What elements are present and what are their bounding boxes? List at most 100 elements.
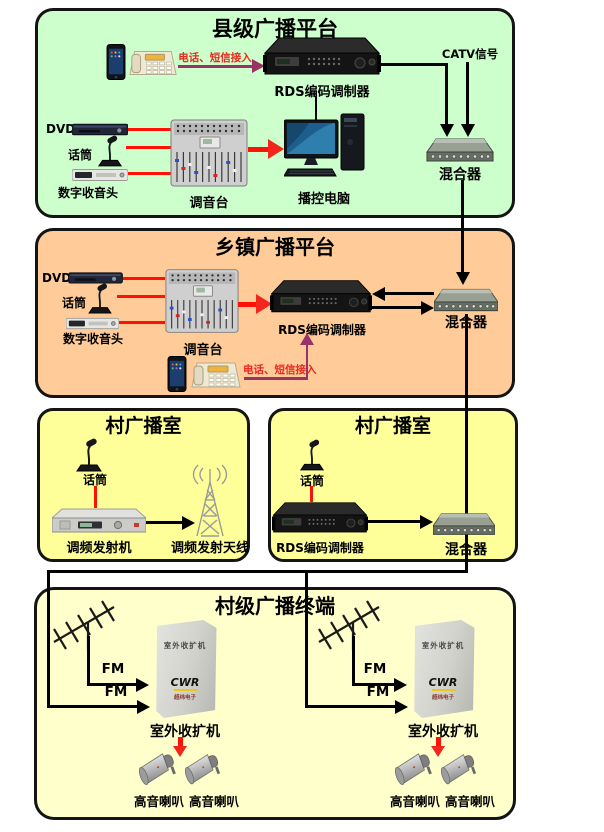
antenna-right-feed-v	[352, 636, 355, 684]
county-title: 县级广播平台	[212, 17, 338, 41]
county-tuner-icon	[72, 168, 128, 182]
amp-right-brand-bar	[432, 689, 456, 691]
county-to-township-arrowhead	[456, 272, 470, 285]
township-microphone-icon	[86, 283, 114, 314]
township-access-line-h	[244, 377, 308, 380]
county-dvd-line	[128, 128, 172, 131]
township-mixer-icon	[434, 287, 498, 314]
county-access-label: 电话、短信接入	[178, 52, 252, 64]
amp-right-device-text: 室外收扩机	[421, 641, 465, 650]
distribution-drop-left	[47, 570, 50, 708]
county-dvd-player-icon	[72, 122, 128, 136]
cable-to-amp-left	[47, 705, 137, 708]
county-mic-label: 话筒	[67, 148, 92, 162]
county-rds-label: RDS编码调制器	[274, 85, 370, 100]
fm-antenna-tower-icon	[190, 464, 230, 538]
outdoor-amplifier-left: 室外收扩机 CWR 超纬电子	[156, 620, 217, 718]
amp-right-brand-sub: 超纬电子	[431, 695, 454, 701]
county-mixer-to-township-line	[461, 180, 464, 280]
computer-to-rds-line	[315, 96, 317, 120]
fm-bottom-right-label: FM	[366, 684, 390, 700]
township-tuner-line	[119, 321, 165, 324]
catv-to-mixer-line	[466, 62, 469, 125]
rds-to-mixer-line-h	[379, 63, 448, 66]
village-right-mic-line	[309, 486, 313, 502]
village-right-title: 村广播室	[354, 415, 431, 437]
cable-to-amp-right	[305, 705, 395, 708]
township-console-icon	[165, 268, 239, 334]
outdoor-amplifier-right: 室外收扩机 CWR 超纬电子	[414, 620, 475, 718]
township-mic-line	[117, 295, 165, 298]
amp-left-brand-bar	[174, 689, 198, 691]
console-to-rds-line	[238, 302, 256, 307]
village-mixer-label: 混合器	[445, 542, 487, 558]
village-rds-label: RDS编码调制器	[276, 541, 364, 555]
county-mixer-label: 混合器	[439, 167, 481, 183]
township-smartphone-icon	[167, 356, 187, 392]
terminal-title: 村级广播终端	[215, 594, 335, 618]
antenna-left-arrowhead	[136, 677, 149, 692]
broadcast-computer-icon	[284, 112, 366, 182]
horn-speaker-left-1-icon	[139, 749, 181, 791]
antenna-left-feed-h	[87, 683, 136, 686]
speaker-right-1-label: 高音喇叭	[389, 794, 440, 809]
township-title: 乡镇广播平台	[215, 235, 335, 259]
amp-right-to-speakers-arrowhead	[431, 746, 445, 757]
transmitter-to-antenna-line	[146, 521, 182, 524]
township-desk-telephone-icon	[190, 360, 242, 390]
village-rds-encoder-icon	[272, 499, 368, 539]
horn-speaker-left-2-icon	[185, 750, 225, 790]
antenna-left-feed-v	[87, 636, 90, 684]
console-to-rds-arrowhead	[256, 294, 272, 314]
speaker-left-2-label: 高音喇叭	[188, 794, 239, 809]
fm-top-right-label: FM	[363, 661, 387, 677]
county-console-label: 调音台	[189, 196, 229, 211]
township-dvd-line	[123, 277, 165, 280]
distribution-line-h	[47, 570, 467, 573]
rds-to-mixer-line-v	[445, 63, 448, 125]
horn-speaker-right-2-icon	[441, 750, 481, 790]
antenna-right-feed-h	[352, 683, 394, 686]
amp-left-label: 室外收扩机	[150, 724, 220, 740]
township-mixer-down-line	[464, 314, 468, 573]
rds-to-mixer2-arrowhead	[421, 300, 434, 315]
township-access-arrowhead	[300, 333, 314, 345]
rds-to-mixer2-line	[372, 306, 421, 309]
county-mic-line	[126, 146, 172, 149]
console-to-computer-line	[248, 147, 268, 152]
amp-left-device-text: 室外收扩机	[163, 641, 207, 650]
village-left-mic-label: 话筒	[82, 473, 107, 487]
county-rds-encoder-icon	[263, 36, 381, 80]
rds-to-mixer-arrowhead	[440, 124, 454, 137]
amp-left-to-speakers-line	[177, 737, 183, 747]
county-tuner-label: 数字收音头	[57, 186, 118, 200]
fm-antenna-label: 调频发射天线	[170, 541, 249, 556]
antenna-right-arrowhead	[394, 677, 407, 692]
village-left-title: 村广播室	[105, 415, 182, 437]
yagi-antenna-left-icon	[50, 598, 120, 650]
mixer-to-rds-arrowhead	[372, 286, 385, 301]
smartphone-icon	[106, 44, 126, 80]
township-rds-encoder-icon	[270, 276, 372, 320]
horn-speaker-right-1-icon	[395, 749, 437, 791]
amp-right-label: 室外收扩机	[408, 724, 478, 740]
village-left-mic-line	[93, 486, 97, 508]
township-access-label: 电话、短信接入	[243, 364, 317, 376]
village-right-mic-label: 话筒	[299, 474, 324, 488]
cable-to-amp-right-arrowhead	[395, 699, 408, 714]
distribution-drop-right	[305, 570, 308, 708]
mixer-to-rds-line	[385, 292, 434, 295]
county-computer-label: 播控电脑	[297, 192, 350, 207]
amp-left-brand-sub: 超纬电子	[173, 695, 196, 701]
village-rds-to-mixer-line	[368, 520, 420, 523]
county-access-arrowhead	[252, 59, 265, 73]
county-access-line	[178, 65, 252, 68]
township-mic-label: 话筒	[61, 296, 86, 310]
county-microphone-icon	[96, 135, 124, 167]
speaker-right-2-label: 高音喇叭	[444, 794, 495, 809]
amp-left-brand-logo: CWR	[170, 676, 200, 689]
cable-to-amp-left-arrowhead	[137, 699, 150, 714]
township-access-line-v	[305, 344, 308, 378]
amp-right-to-speakers-line	[435, 737, 441, 747]
